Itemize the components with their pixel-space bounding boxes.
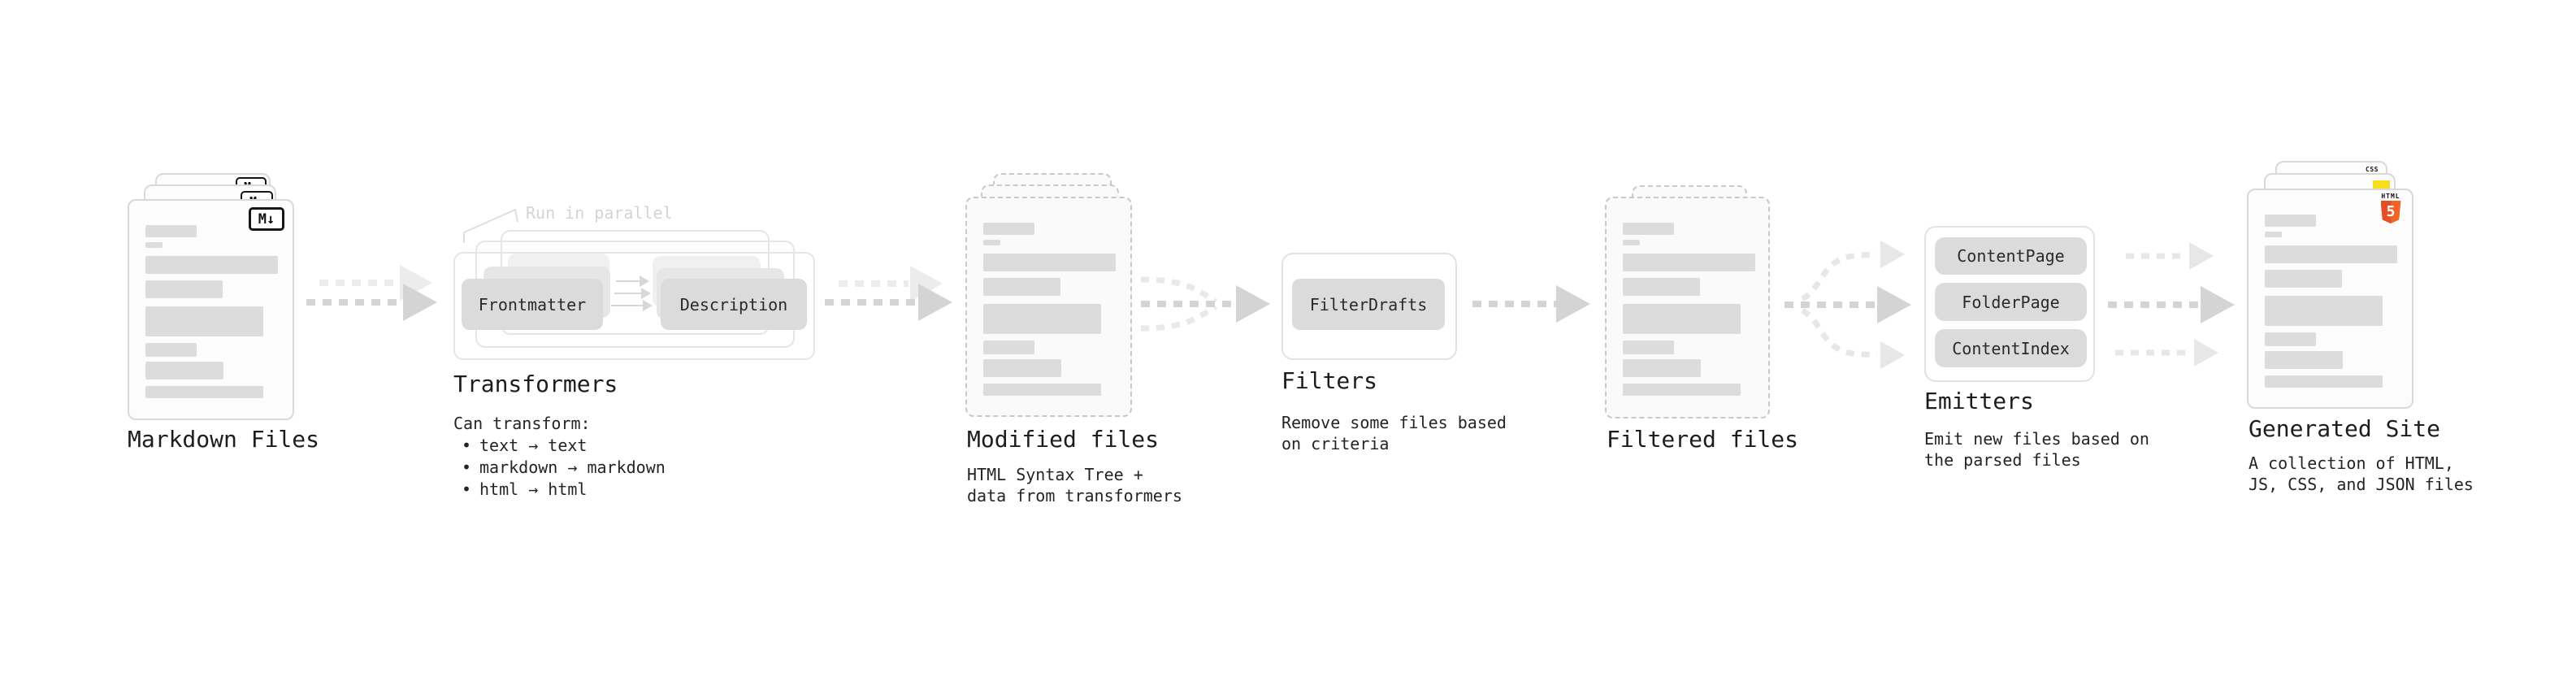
stage-title-modified: Modified files bbox=[967, 426, 1160, 453]
run-in-parallel-label: Run in parallel bbox=[526, 203, 673, 223]
contentindex-box: ContentIndex bbox=[1935, 329, 2087, 367]
arrow-markdown-to-transformers bbox=[306, 265, 437, 321]
generated-file-card: HTML 5 bbox=[2247, 189, 2413, 409]
contentpage-box: ContentPage bbox=[1935, 237, 2087, 275]
modified-file-card bbox=[965, 197, 1132, 417]
description-box: Description bbox=[661, 279, 807, 330]
stage-title-filters: Filters bbox=[1281, 367, 1378, 394]
transform-item: •text → text bbox=[462, 436, 588, 455]
filterdrafts-box: FilterDrafts bbox=[1292, 279, 1445, 330]
file-content-placeholder bbox=[2249, 190, 2412, 407]
arrow-emitters-to-generated bbox=[2108, 242, 2235, 367]
stage-subtitle-modified: HTML Syntax Tree + data from transformer… bbox=[967, 465, 1182, 505]
transformers-description: Can transform: •text → text •markdown → … bbox=[453, 413, 666, 501]
transform-item: •markdown → markdown bbox=[462, 458, 666, 477]
folderpage-box: FolderPage bbox=[1935, 283, 2087, 321]
transformer-frame-front bbox=[453, 252, 815, 360]
stage-title-generated: Generated Site bbox=[2249, 415, 2441, 442]
html5-icon: HTML 5 bbox=[2380, 193, 2401, 223]
filtered-file-card bbox=[1605, 197, 1770, 419]
can-transform-intro: Can transform: bbox=[453, 414, 591, 433]
file-content-placeholder bbox=[129, 201, 293, 419]
arrow-filtered-to-emitters bbox=[1785, 241, 1911, 369]
stage-title-emitters: Emitters bbox=[1924, 388, 2034, 414]
stage-title-transformers: Transformers bbox=[453, 371, 618, 397]
file-content-placeholder bbox=[967, 198, 1130, 415]
stage-subtitle-emitters: Emit new files based on the parsed files bbox=[1924, 429, 2149, 470]
file-content-placeholder bbox=[1607, 198, 1768, 417]
frontmatter-box: Frontmatter bbox=[462, 279, 603, 330]
arrow-modified-to-filters bbox=[1140, 276, 1270, 332]
stage-subtitle-filters: Remove some files based on criteria bbox=[1281, 413, 1507, 453]
stage-subtitle-generated: A collection of HTML, JS, CSS, and JSON … bbox=[2249, 453, 2474, 494]
markdown-icon: M↓ bbox=[249, 207, 284, 231]
stage-title-filtered: Filtered files bbox=[1607, 426, 1799, 453]
stage-title-markdown: Markdown Files bbox=[128, 426, 320, 453]
transform-item: •html → html bbox=[462, 479, 588, 499]
markdown-file-card: M↓ bbox=[128, 199, 294, 420]
arrow-filters-to-filtered bbox=[1472, 285, 1590, 323]
arrow-transformers-to-modified bbox=[825, 266, 952, 321]
